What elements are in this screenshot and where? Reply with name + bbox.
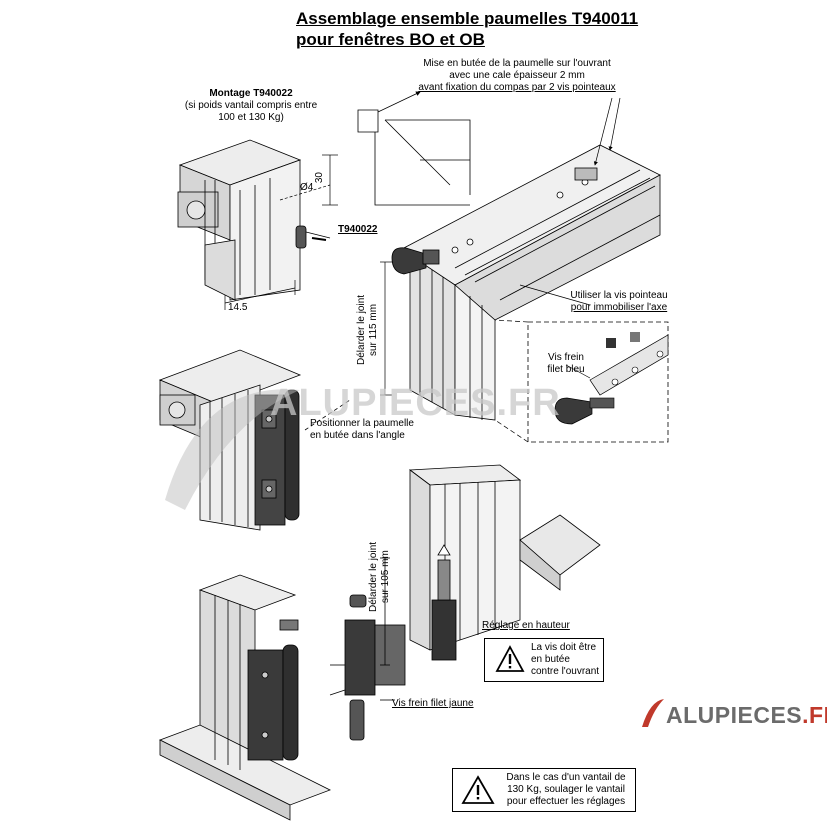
vis-pointeau-line-1: Utiliser la vis pointeau (570, 290, 668, 301)
mise-butee-line-1: Mise en butée de la paumelle sur l'ouvra… (423, 58, 611, 69)
top-hinge-knuckle (391, 247, 440, 275)
montage-note: Montage T940022 (si poids vantail compri… (176, 88, 326, 124)
vis-pointeau-note: Utiliser la vis pointeau pour immobilise… (560, 290, 678, 314)
brand-logo: ALUPIECES.FR (640, 695, 827, 729)
watermark-text: ALUPIECES.FR (270, 382, 561, 424)
warning-butee-line-3: contre l'ouvrant (531, 666, 600, 677)
delarder-105-line-1: Délarder le joint (368, 541, 379, 613)
t940022-ref-label: T940022 (338, 224, 378, 235)
top-left-dimensions (224, 154, 338, 310)
dim-14-5-label: 14.5 (228, 302, 248, 313)
positionner-note: Positionner la paumelle en butée dans l'… (310, 418, 414, 442)
vis-frein-bleu-line-1: Vis frein (548, 352, 584, 363)
delarder-115-line-1: Délarder le joint (356, 294, 367, 366)
montage-heading: Montage T940022 (209, 88, 293, 99)
diameter-label: Ø4 (300, 182, 314, 193)
vis-frein-bleu-note: Vis frein filet bleu (536, 352, 596, 376)
positionner-line-1: Positionner la paumelle (310, 418, 414, 429)
dim-30-label: 30 (314, 172, 325, 184)
reglage-hauteur-label: Réglage en hauteur (482, 620, 570, 631)
mise-butee-note: Mise en butée de la paumelle sur l'ouvra… (392, 58, 642, 94)
vis-frein-jaune-label: Vis frein filet jaune (392, 698, 474, 709)
delarder-115-line-2: sur 115 mm (368, 303, 379, 357)
delarder-105-label: Délarder le joint sur 105 mm (368, 534, 392, 620)
logo-prefix: ALUPIECES (666, 702, 803, 728)
warning-butee-line-2: en butée (531, 654, 570, 665)
logo-suffix: .FR (802, 702, 827, 728)
warning-soulager-line-2: 130 Kg, soulager le vantail (507, 784, 625, 795)
montage-line-1: (si poids vantail compris entre (184, 100, 318, 111)
mise-butee-line-3: avant fixation du compas par 2 vis point… (418, 82, 616, 93)
title-line-2: pour fenêtres BO et OB (296, 30, 485, 49)
delarder-105-line-2: sur 105 mm (380, 550, 391, 604)
warning-soulager-line-1: Dans le cas d'un vantail de (506, 772, 626, 783)
warning-butee-text: La vis doit être en butée contre l'ouvra… (531, 642, 599, 678)
top-left-frame-drawing (177, 139, 302, 301)
warning-icon (461, 775, 495, 804)
warning-icon (495, 645, 525, 672)
top-right-leaders (380, 97, 621, 396)
t940022-part (295, 225, 331, 249)
lower-right-profile-drawing (408, 464, 601, 661)
vis-pointeau-line-2: pour immobiliser l'axe (570, 302, 668, 313)
page-title: Assemblage ensemble paumelles T940011 po… (296, 8, 638, 50)
logo-swoosh-icon (642, 699, 664, 727)
angle-detail-drawing (357, 91, 471, 206)
watermark-swoosh (165, 389, 300, 510)
delarder-115-label: Délarder le joint sur 115 mm (356, 282, 380, 378)
warning-soulager-text: Dans le cas d'un vantail de 130 Kg, soul… (501, 772, 631, 808)
warning-soulager-line-3: pour effectuer les réglages (506, 796, 626, 807)
warning-box-soulager: Dans le cas d'un vantail de 130 Kg, soul… (452, 768, 636, 812)
vis-frein-bleu-line-2: filet bleu (547, 364, 585, 375)
bottom-left-corner-drawing (159, 574, 331, 821)
montage-line-2: 100 et 130 Kg) (218, 112, 284, 123)
warning-butee-line-1: La vis doit être (531, 642, 597, 653)
title-line-1: Assemblage ensemble paumelles T940011 (296, 9, 639, 28)
warning-box-butee: La vis doit être en butée contre l'ouvra… (484, 638, 604, 682)
top-right-frame-drawing (399, 144, 661, 421)
middle-hinge (254, 389, 351, 526)
mise-butee-line-2: avec une cale épaisseur 2 mm (449, 70, 585, 81)
positionner-line-2: en butée dans l'angle (310, 430, 405, 441)
lower-hinge-exploded (279, 557, 406, 741)
locking-screw-detail-box (494, 319, 669, 443)
